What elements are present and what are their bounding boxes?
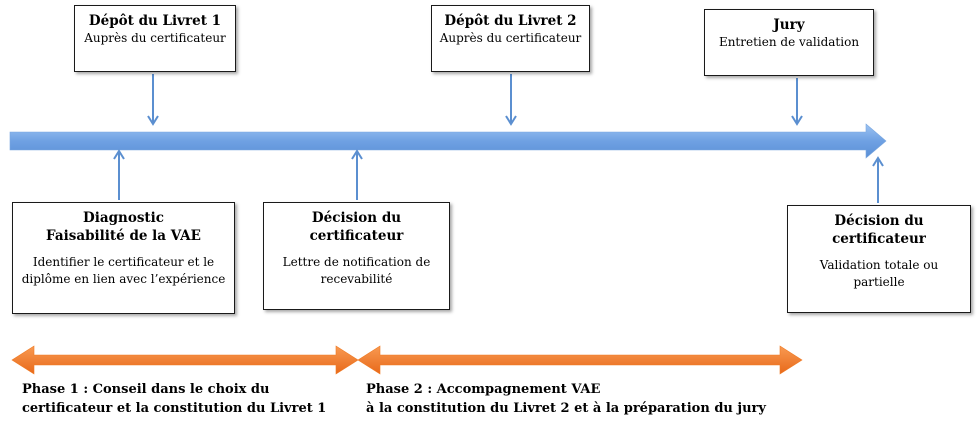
box-subtitle: Validation totale ou partielle bbox=[819, 258, 939, 289]
box-decision-recevabilite: Décision du certificateur Lettre de noti… bbox=[263, 202, 450, 310]
connector-up-3 bbox=[872, 156, 884, 203]
connector-down-2 bbox=[505, 74, 517, 126]
box-depot-livret-2: Dépôt du Livret 2 Auprès du certificateu… bbox=[431, 5, 590, 72]
connector-down-3 bbox=[791, 78, 803, 126]
box-subtitle: Auprès du certificateur bbox=[439, 31, 582, 45]
box-title: Dépôt du Livret 2 bbox=[444, 13, 577, 29]
box-subtitle: Entretien de validation bbox=[718, 35, 860, 49]
box-subtitle: Lettre de notification de recevabilité bbox=[282, 255, 431, 286]
box-depot-livret-1: Dépôt du Livret 1 Auprès du certificateu… bbox=[74, 5, 236, 72]
phase-2-arrow bbox=[357, 345, 803, 375]
box-title: Décision du certificateur bbox=[832, 213, 926, 247]
phase-1-arrow bbox=[11, 345, 359, 375]
box-subtitle: Identifier le certificateur et le diplôm… bbox=[21, 255, 226, 286]
phase-2-label: Phase 2 : Accompagnement VAE à la consti… bbox=[366, 382, 766, 416]
box-title: Jury bbox=[773, 17, 805, 33]
box-decision-validation: Décision du certificateur Validation tot… bbox=[787, 205, 971, 313]
connector-down-1 bbox=[147, 74, 159, 126]
phase-1-label: Phase 1 : Conseil dans le choix du certi… bbox=[22, 382, 327, 416]
timeline-arrow bbox=[9, 123, 887, 159]
box-title: Dépôt du Livret 1 bbox=[88, 13, 222, 29]
connector-up-1 bbox=[113, 149, 125, 200]
connector-up-2 bbox=[351, 149, 363, 200]
box-diagnostic: Diagnostic Faisabilité de la VAE Identif… bbox=[12, 202, 235, 314]
box-title: Diagnostic Faisabilité de la VAE bbox=[46, 210, 201, 244]
box-subtitle: Auprès du certificateur bbox=[84, 31, 226, 45]
box-jury: Jury Entretien de validation bbox=[704, 9, 874, 76]
box-title: Décision du certificateur bbox=[309, 210, 404, 244]
